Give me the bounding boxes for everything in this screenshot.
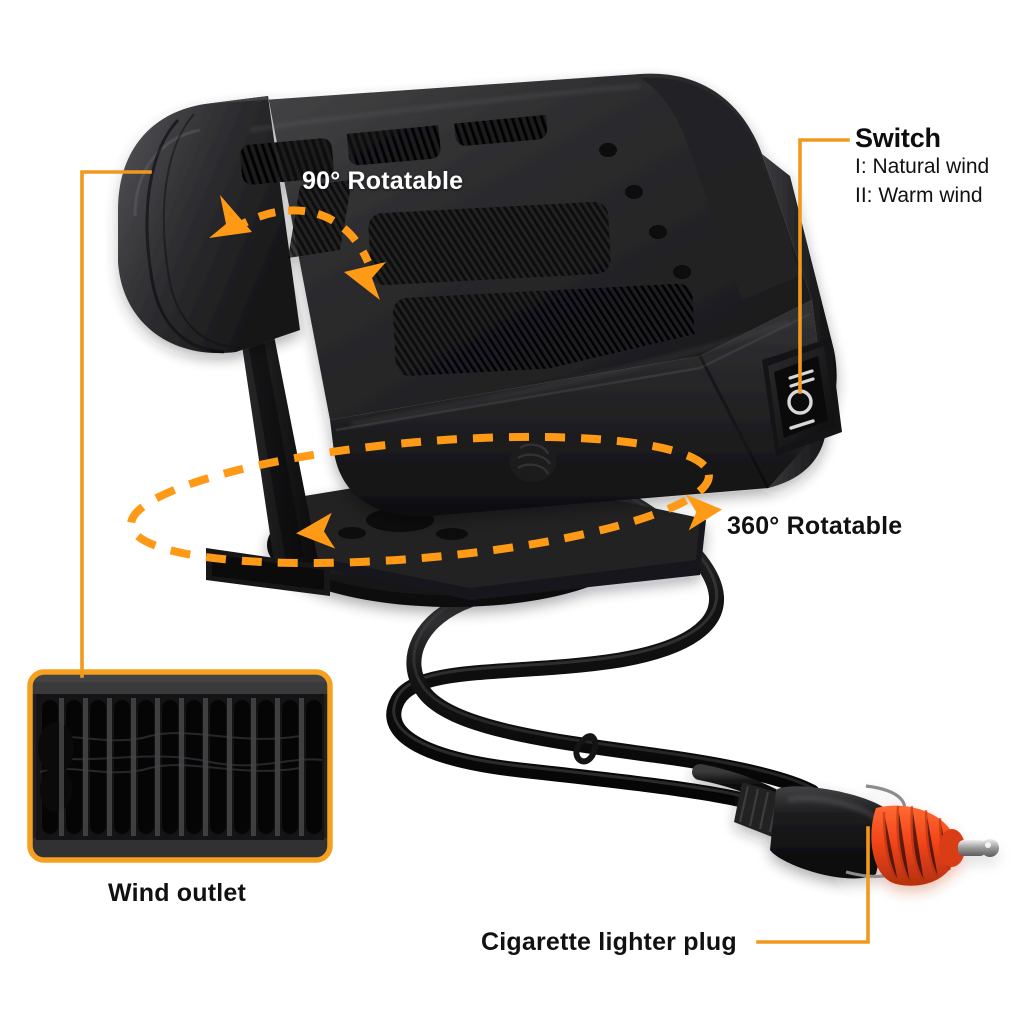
cigarette-plug-label: Cigarette lighter plug — [481, 928, 737, 956]
switch-mode-natural: I: Natural wind — [855, 155, 990, 179]
strain-relief — [509, 443, 557, 482]
wind-outlet-label: Wind outlet — [108, 879, 247, 907]
rotate-360-label: 360° Rotatable — [727, 512, 903, 540]
switch-callout: Switch I: Natural wind II: Warm wind — [855, 124, 1024, 209]
callout-lines — [80, 138, 870, 944]
callout-line-wind-outlet — [80, 170, 152, 678]
rotate-90-arrow — [209, 195, 386, 300]
switch-callout-title: Switch — [855, 123, 941, 153]
wind-outlet-inset — [27, 669, 333, 863]
rotate-360-arrow — [127, 432, 723, 568]
callout-line-plug — [756, 826, 870, 944]
switch-marking-I — [789, 419, 815, 430]
switch-mode-warm: II: Warm wind — [855, 183, 983, 207]
cigarette-lighter-plug — [692, 764, 999, 886]
rotate-90-label: 90° Rotatable — [302, 167, 464, 195]
callout-line-switch — [798, 138, 850, 394]
